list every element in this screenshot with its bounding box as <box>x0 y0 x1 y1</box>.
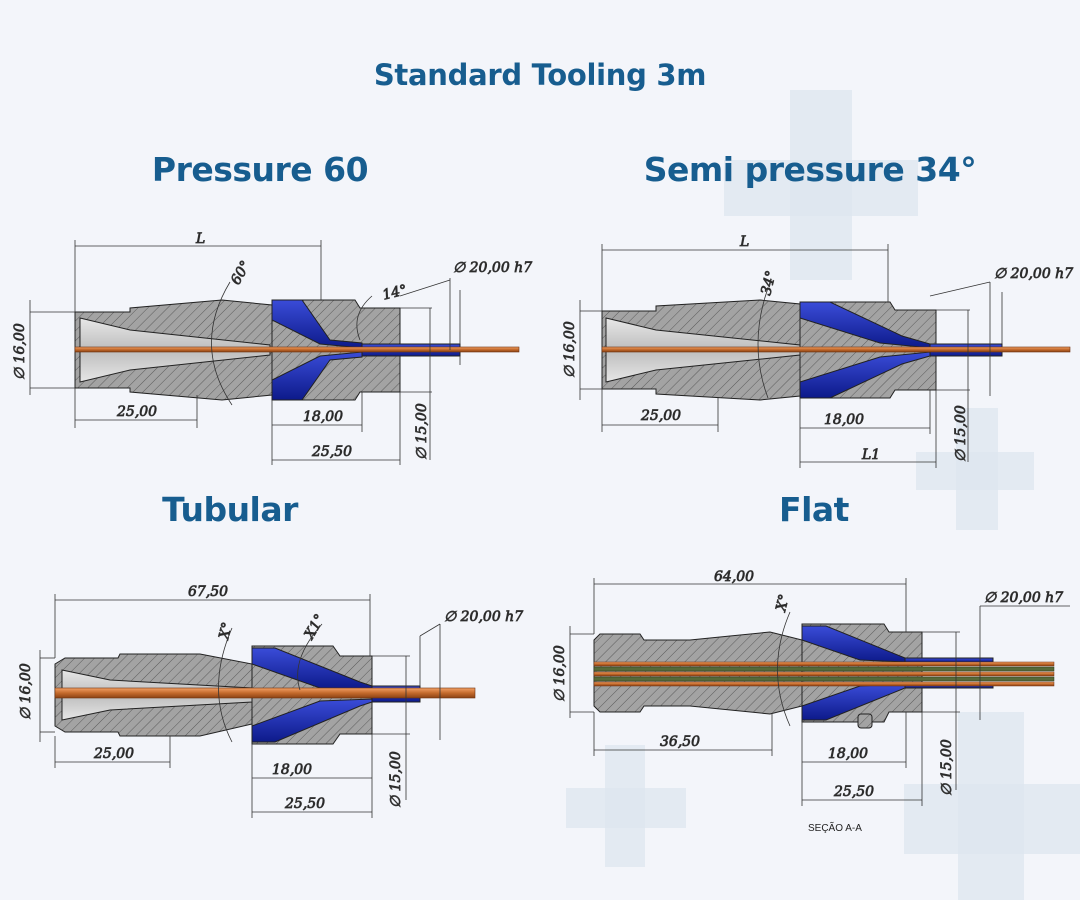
dim-angle: X° <box>216 621 236 642</box>
dim-dia-out: ∅ 20,00 h7 <box>444 609 523 625</box>
dim-dia-die: ∅ 15,00 <box>414 403 430 460</box>
key-notch <box>857 713 873 729</box>
flat-wire-1 <box>593 661 1055 667</box>
drawing-tubular <box>54 645 476 745</box>
dim-len-tip: 25,00 <box>640 408 681 424</box>
heading-semi-pressure: Semi pressure 34° <box>643 150 977 189</box>
drawing-pressure <box>74 299 520 401</box>
dim-dia-in: ∅ 16,00 <box>18 663 34 720</box>
dim-dia-die: ∅ 15,00 <box>388 751 404 808</box>
section-caption: SEÇÃO A-A <box>808 821 862 834</box>
dim-dia-die: ∅ 15,00 <box>939 739 955 796</box>
flat-wire-5 <box>593 681 1055 687</box>
flat-wire-2 <box>593 666 1055 672</box>
dim-L: L <box>195 231 205 247</box>
dim-len-die2: 25,50 <box>284 796 325 812</box>
dim-dia-out: ∅ 20,00 h7 <box>984 590 1063 606</box>
heading-tubular: Tubular <box>162 490 298 529</box>
dim-angle: 34° <box>758 269 780 297</box>
dim-angle2: 14° <box>381 282 409 304</box>
flat-wire-3 <box>593 671 1055 677</box>
dim-len-die: 18,00 <box>828 746 868 762</box>
dim-len-die: 18,00 <box>824 412 864 428</box>
dim-angle: 60° <box>228 258 254 288</box>
wire <box>601 346 1071 353</box>
drawing-semi-pressure <box>601 299 1071 401</box>
dim-dia-die: ∅ 15,00 <box>953 405 969 462</box>
wire <box>74 346 520 353</box>
heading-pressure: Pressure 60 <box>151 150 369 189</box>
dim-len-die2: L1 <box>861 447 880 463</box>
dim-len-die2: 25,50 <box>833 784 874 800</box>
dims-flat: 64,00 X° ∅ 20,00 h7 ∅ 16,00 36,50 18,00 … <box>552 569 1070 834</box>
dim-angle2: X1° <box>301 612 328 643</box>
dim-len-die2: 25,50 <box>311 444 352 460</box>
heading-flat: Flat <box>779 490 849 529</box>
dim-len-tip: 36,50 <box>660 734 700 750</box>
background-cross <box>904 784 1080 854</box>
dim-angle: X° <box>773 593 793 614</box>
dim-len-tip: 25,00 <box>116 404 157 420</box>
dims-semi-pressure: L 34° ∅ 20,00 h7 ∅ 16,00 25,00 18,00 L1 … <box>562 234 1074 468</box>
dim-L: 64,00 <box>714 569 754 585</box>
dim-L: 67,50 <box>188 584 228 600</box>
dim-dia-in: ∅ 16,00 <box>12 323 28 380</box>
dim-dia-in: ∅ 16,00 <box>562 321 578 378</box>
dim-dia-in: ∅ 16,00 <box>552 645 568 702</box>
dim-len-die: 18,00 <box>303 409 343 425</box>
flat-wire-4 <box>593 676 1055 682</box>
dim-dia-out: ∅ 20,00 h7 <box>453 260 532 276</box>
background-cross <box>724 160 918 216</box>
drawing-flat <box>593 623 1055 729</box>
dims-tubular: 67,50 X° X1° ∅ 20,00 h7 ∅ 16,00 25,00 18… <box>18 584 524 818</box>
dim-L: L <box>739 234 749 250</box>
dim-len-tip: 25,00 <box>93 746 134 762</box>
dim-len-die: 18,00 <box>272 762 312 778</box>
page-title: Standard Tooling 3m <box>373 58 707 92</box>
background-cross <box>566 788 686 828</box>
dims-pressure: L 60° 14° ∅ 20,00 h7 ∅ 16,00 25,00 18,00… <box>12 231 533 465</box>
wire <box>54 687 476 699</box>
dim-dia-out: ∅ 20,00 h7 <box>994 266 1073 282</box>
